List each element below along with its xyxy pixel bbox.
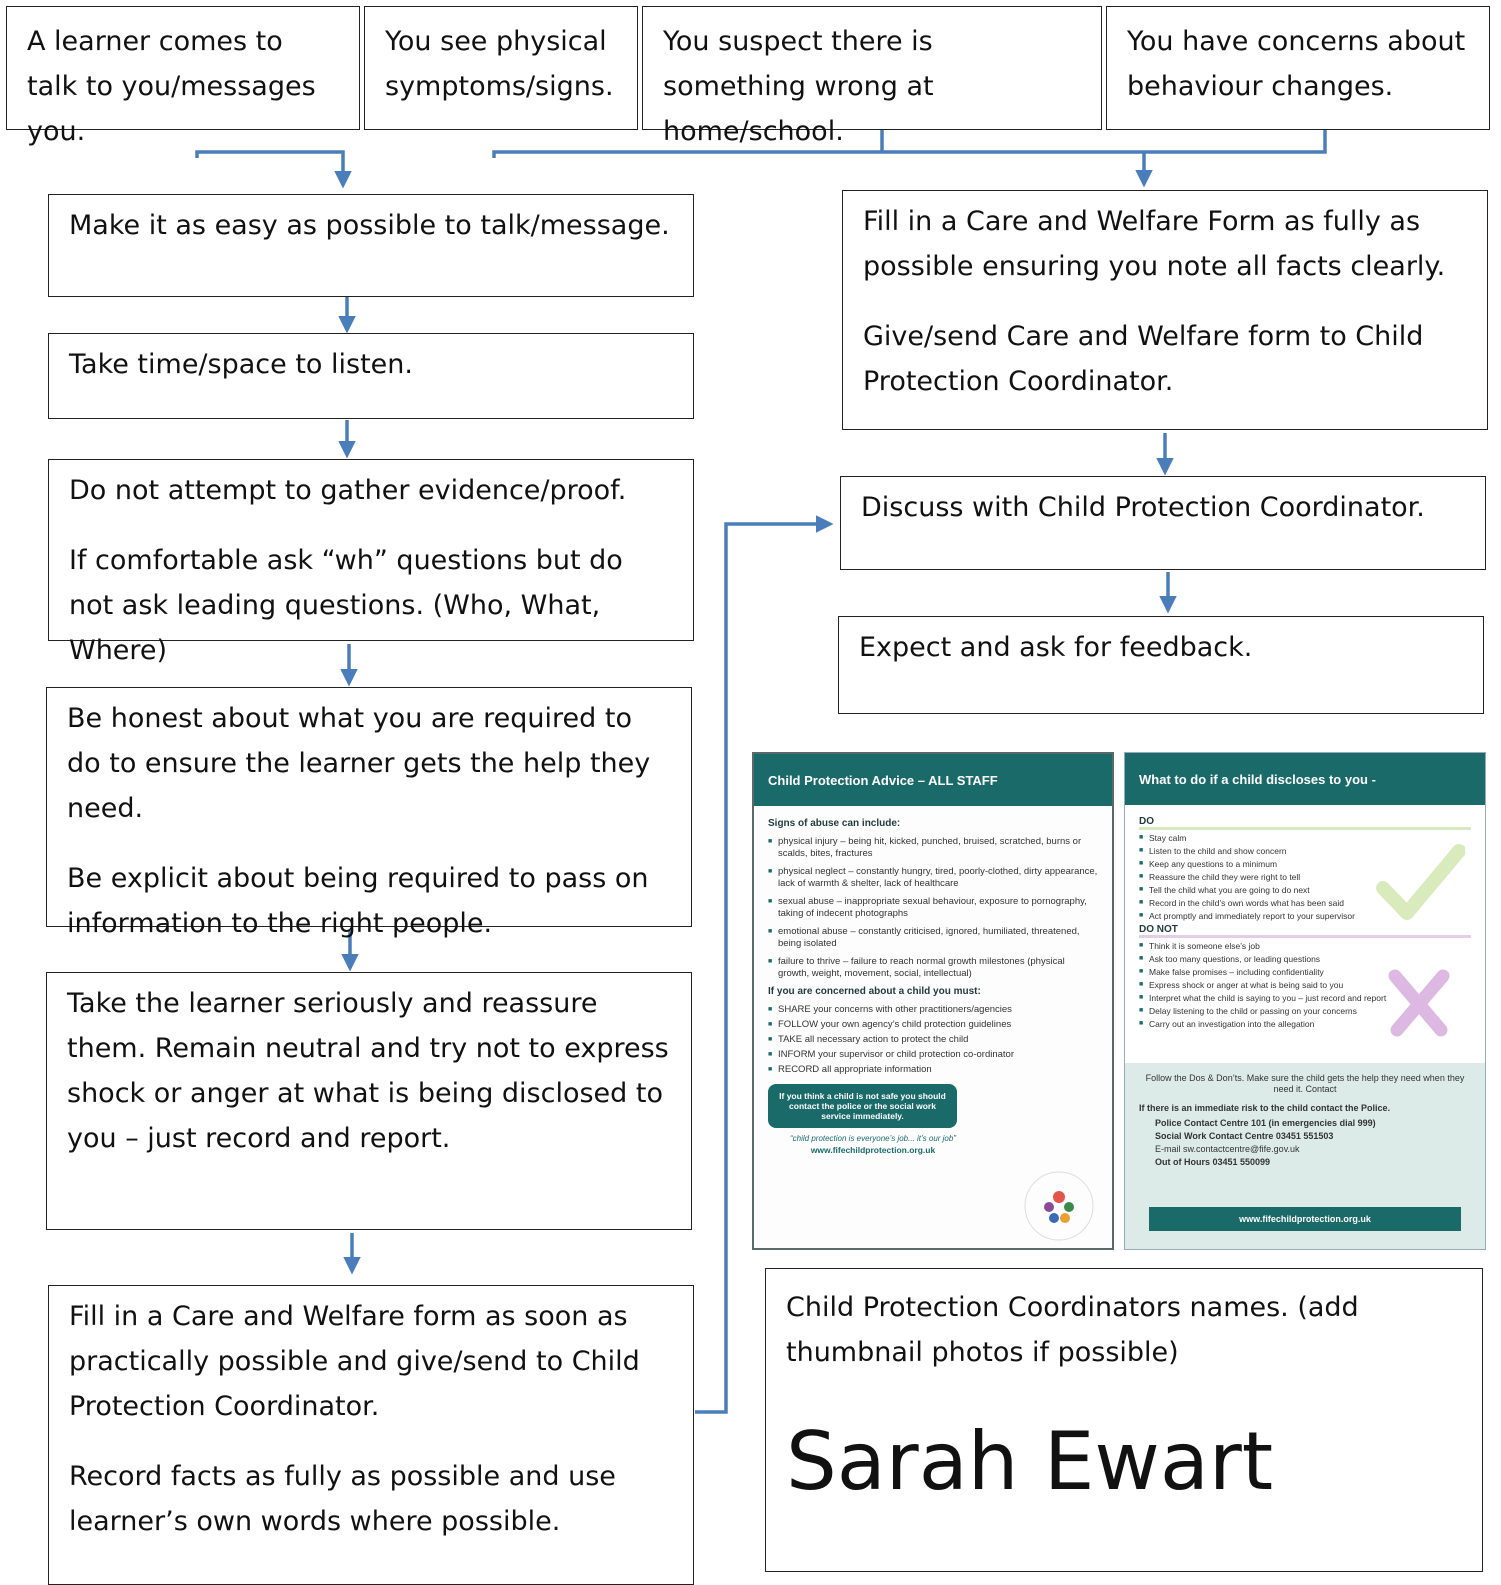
poster-right-contact-item: Out of Hours 03451 550099 <box>1155 1157 1271 1167</box>
poster-left-sign-item: sexual abuse – inappropriate sexual beha… <box>768 896 1098 920</box>
poster-left-sign-item: physical neglect – constantly hungry, ti… <box>768 866 1098 890</box>
poster-right-contacts: Police Contact Centre 101 (in emergencie… <box>1139 1118 1471 1168</box>
poster-right-dont-item: Make false promises – including confiden… <box>1139 967 1471 977</box>
child-protection-committee-logo <box>1024 1171 1094 1241</box>
poster-left-sign-item: emotional abuse – constantly criticised,… <box>768 926 1098 950</box>
poster-right-dont-item: Carry out an investigation into the alle… <box>1139 1019 1471 1029</box>
poster-left-action-item: INFORM your supervisor or child protecti… <box>768 1049 1098 1061</box>
poster-right-do-item: Keep any questions to a minimum <box>1139 859 1471 869</box>
poster-right-contact-item: Social Work Contact Centre 03451 551503 <box>1155 1131 1334 1141</box>
box-left-form-text-1: Fill in a Care and Welfare form as soon … <box>69 1301 640 1422</box>
connector-form-to-discuss <box>695 515 834 1414</box>
box-discuss: Discuss with Child Protection Coordinato… <box>840 476 1486 570</box>
poster-right-contact-panel: Follow the Dos & Don’ts. Make sure the c… <box>1125 1063 1485 1249</box>
poster-left-action-item: SHARE your concerns with other practitio… <box>768 1004 1098 1016</box>
coordinators-heading: Child Protection Coordinators names. (ad… <box>786 1292 1359 1368</box>
box-evidence: Do not attempt to gather evidence/proof.… <box>48 459 694 666</box>
cross-icon <box>1388 969 1450 1037</box>
box-evidence-text-1: Do not attempt to gather evidence/proof. <box>69 475 627 506</box>
poster-left-tagline: “child protection is everyone’s job... i… <box>789 1134 956 1143</box>
poster-left-action-item: FOLLOW your own agency’s child protectio… <box>768 1019 1098 1031</box>
box-seriously-text: Take the learner seriously and reassure … <box>67 988 669 1154</box>
tick-icon <box>1376 844 1465 920</box>
poster-left-body: Signs of abuse can include: physical inj… <box>754 806 1112 1076</box>
box-discuss-text: Discuss with Child Protection Coordinato… <box>861 492 1425 523</box>
poster-right-do-item: Listen to the child and show concern <box>1139 846 1471 856</box>
poster-right-risk: If there is an immediate risk to the chi… <box>1139 1103 1391 1113</box>
poster-right-do-item: Reassure the child they were right to te… <box>1139 872 1471 882</box>
box-behaviour-text: You have concerns about behaviour change… <box>1127 26 1466 102</box>
box-easy-talk: Make it as easy as possible to talk/mess… <box>48 194 694 297</box>
box-physical-signs: You see physical symptoms/signs. <box>364 6 638 130</box>
poster-right-do-item: Act promptly and immediately report to y… <box>1139 911 1471 921</box>
poster-right-dont-heading: DO NOT <box>1139 925 1471 938</box>
connector-learner-to-easy <box>195 150 352 189</box>
poster-left-url: www.fifechildprotection.org.uk <box>810 1145 936 1155</box>
poster-right-do-item: Stay calm <box>1139 833 1471 843</box>
poster-left-sign-item: failure to thrive – failure to reach nor… <box>768 956 1098 980</box>
box-honest-text-2: Be explicit about being required to pass… <box>67 863 649 939</box>
box-coordinators: Child Protection Coordinators names. (ad… <box>765 1268 1483 1572</box>
poster-left-signs-list: physical injury – being hit, kicked, pun… <box>768 836 1098 980</box>
box-feedback: Expect and ask for feedback. <box>838 616 1484 714</box>
poster-right-contact-item: Police Contact Centre 101 (in emergencie… <box>1155 1118 1376 1128</box>
poster-left-action-item: TAKE all necessary action to protect the… <box>768 1034 1098 1046</box>
poster-right-do-heading: DO <box>1139 817 1471 830</box>
poster-right-body: DO Stay calm Listen to the child and sho… <box>1125 805 1485 1029</box>
coordinator-name: Sarah Ewart <box>786 1415 1274 1508</box>
poster-right-dont-item: Express shock or anger at what is being … <box>1139 980 1471 990</box>
box-physical-signs-text: You see physical symptoms/signs. <box>385 26 614 102</box>
box-listen-text: Take time/space to listen. <box>69 349 413 380</box>
box-seriously: Take the learner seriously and reassure … <box>46 972 692 1230</box>
poster-right-do-item: Tell the child what you are going to do … <box>1139 885 1471 895</box>
poster-right-dont-item: Think it is someone else’s job <box>1139 941 1471 951</box>
poster-what-to-do: What to do if a child discloses to you -… <box>1124 752 1486 1250</box>
box-honest: Be honest about what you are required to… <box>46 687 692 939</box>
poster-right-dont-item: Ask too many questions, or leading quest… <box>1139 954 1471 964</box>
box-left-form: Fill in a Care and Welfare form as soon … <box>48 1285 694 1585</box>
box-feedback-text: Expect and ask for feedback. <box>859 632 1253 663</box>
poster-right-do-list: Stay calm Listen to the child and show c… <box>1139 833 1471 921</box>
poster-right-do-item: Record in the child’s own words what has… <box>1139 898 1471 908</box>
poster-right-dont-item: Interpret what the child is saying to yo… <box>1139 993 1471 1003</box>
box-listen: Take time/space to listen. <box>48 333 694 419</box>
box-suspect-wrong-text: You suspect there is something wrong at … <box>663 26 934 147</box>
box-suspect-wrong: You suspect there is something wrong at … <box>642 6 1102 147</box>
poster-left-action-item: RECORD all appropriate information <box>768 1064 1098 1076</box>
poster-right-title: What to do if a child discloses to you - <box>1125 753 1485 805</box>
poster-left-notice: If you think a child is not safe you sho… <box>768 1084 957 1128</box>
box-right-form: Fill in a Care and Welfare Form as fully… <box>842 190 1488 430</box>
connector-top-bracket <box>492 130 1327 158</box>
box-right-form-text-1: Fill in a Care and Welfare Form as fully… <box>863 206 1446 282</box>
box-honest-text-1: Be honest about what you are required to… <box>67 703 651 824</box>
poster-right-contact-item: E-mail sw.contactcentre@fife.gov.uk <box>1155 1144 1300 1154</box>
poster-right-dont-list: Think it is someone else’s job Ask too m… <box>1139 941 1471 1029</box>
box-right-form-text-2: Give/send Care and Welfare form to Child… <box>863 321 1424 397</box>
poster-left-signs-heading: Signs of abuse can include: <box>768 818 901 829</box>
box-learner-talks: A learner comes to talk to you/messages … <box>6 6 360 147</box>
box-evidence-text-2: If comfortable ask “wh” questions but do… <box>69 545 623 666</box>
poster-left-sign-item: physical injury – being hit, kicked, pun… <box>768 836 1098 860</box>
poster-right-dont-item: Delay listening to the child or passing … <box>1139 1006 1471 1016</box>
box-left-form-text-2: Record facts as fully as possible and us… <box>69 1461 616 1537</box>
poster-left-title: Child Protection Advice – ALL STAFF <box>754 754 1112 806</box>
poster-right-url: www.fifechildprotection.org.uk <box>1149 1207 1461 1231</box>
poster-left-actions-list: SHARE your concerns with other practitio… <box>768 1004 1098 1076</box>
box-learner-talks-text: A learner comes to talk to you/messages … <box>27 26 316 147</box>
poster-right-follow: Follow the Dos & Don’ts. Make sure the c… <box>1145 1073 1465 1094</box>
box-easy-talk-text: Make it as easy as possible to talk/mess… <box>69 210 670 241</box>
poster-child-protection-advice: Child Protection Advice – ALL STAFF Sign… <box>752 752 1114 1250</box>
poster-left-concerned-heading: If you are concerned about a child you m… <box>768 986 981 997</box>
box-behaviour: You have concerns about behaviour change… <box>1106 6 1490 130</box>
